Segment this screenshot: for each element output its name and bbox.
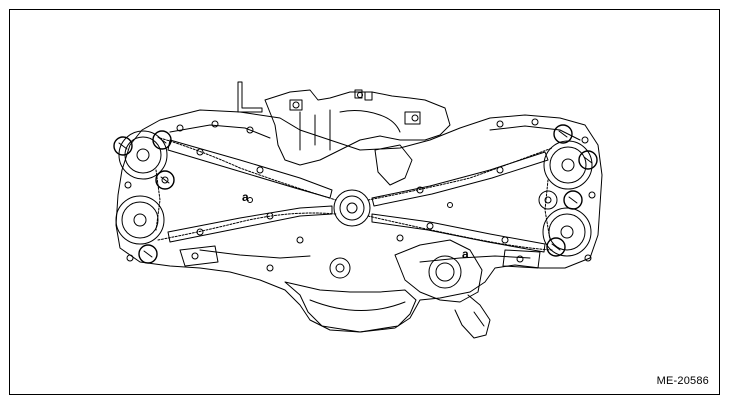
right-lower-chain-guide (371, 213, 546, 253)
timing-mark-circles (113, 124, 598, 264)
water-pump (329, 239, 491, 339)
oil-pan (284, 281, 417, 333)
engine-block-outline (115, 109, 603, 333)
left-timing-chain (155, 137, 337, 241)
right-chain-tensioner (502, 249, 541, 269)
figure-frame (9, 9, 720, 395)
timing-mark-ticks (118, 130, 593, 258)
left-chain-tensioner (179, 245, 219, 267)
left-lower-chain-guide (167, 205, 333, 243)
crank-sprocket (333, 189, 371, 227)
intake-bracket (237, 81, 451, 186)
right-lower-sprocket (542, 207, 592, 257)
right-timing-chain (367, 147, 553, 251)
right-upper-chain-guide (371, 151, 549, 207)
block-bolts (124, 118, 596, 272)
reference-code: ME-20586 (656, 375, 709, 387)
callout-a-left: a (242, 190, 249, 204)
right-small-sprocket (538, 190, 558, 210)
callout-a-right: a (462, 247, 469, 261)
left-upper-chain-guide (167, 139, 333, 199)
left-lower-sprocket (115, 195, 165, 245)
